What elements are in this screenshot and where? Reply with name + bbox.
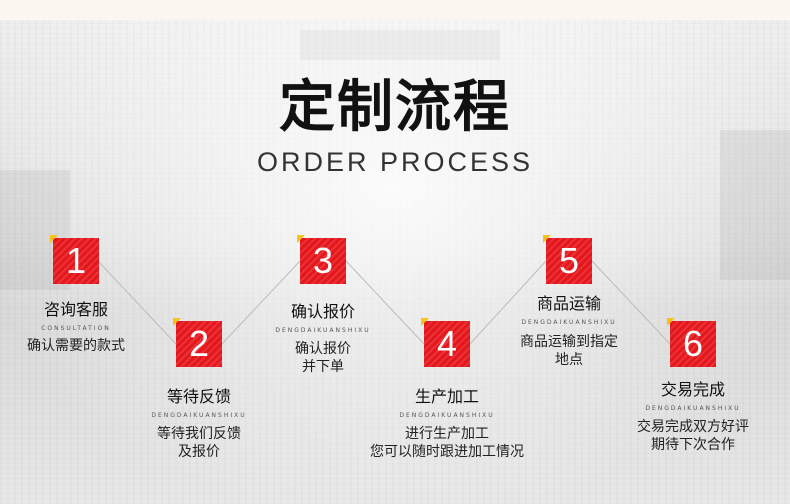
step-description: 交易完成双方好评 期待下次合作 (637, 419, 749, 453)
step-number-badge: 2 (173, 318, 222, 367)
step-description: 等待我们反馈 及报价 (157, 426, 241, 460)
step-number-badge: 3 (297, 235, 346, 284)
step-title: 生产加工 (414, 387, 479, 406)
step-english-caption: DENGDAIKUANSHIXU (275, 327, 371, 334)
step-title: 等待反馈 (166, 387, 231, 406)
step-number-badge: 4 (421, 318, 470, 367)
step-description: 商品运输到指定 地点 (520, 334, 618, 368)
step-title: 咨询客服 (43, 300, 108, 319)
step-number-badge: 5 (543, 235, 592, 284)
step-title: 商品运输 (536, 294, 601, 313)
step-english-caption: DENGDAIKUANSHIXU (521, 319, 617, 326)
step-english-caption: DENGDAIKUANSHIXU (399, 412, 495, 419)
step-title: 交易完成 (660, 380, 725, 399)
page-title: 定制流程 (279, 75, 511, 140)
step-title: 确认报价 (290, 302, 355, 321)
step-english-caption: CONSULTATION (41, 325, 111, 332)
top-strip (0, 0, 790, 20)
step-description: 进行生产加工 您可以随时跟进加工情况 (370, 426, 524, 460)
step-description: 确认需要的款式 (27, 338, 125, 354)
page-subtitle: ORDER PROCESS (256, 147, 534, 177)
step-number-badge: 6 (667, 318, 716, 367)
step-number-badge: 1 (50, 235, 99, 284)
step-english-caption: DENGDAIKUANSHIXU (645, 405, 741, 412)
step-description: 确认报价 并下单 (295, 341, 351, 375)
step-english-caption: DENGDAIKUANSHIXU (151, 412, 247, 419)
